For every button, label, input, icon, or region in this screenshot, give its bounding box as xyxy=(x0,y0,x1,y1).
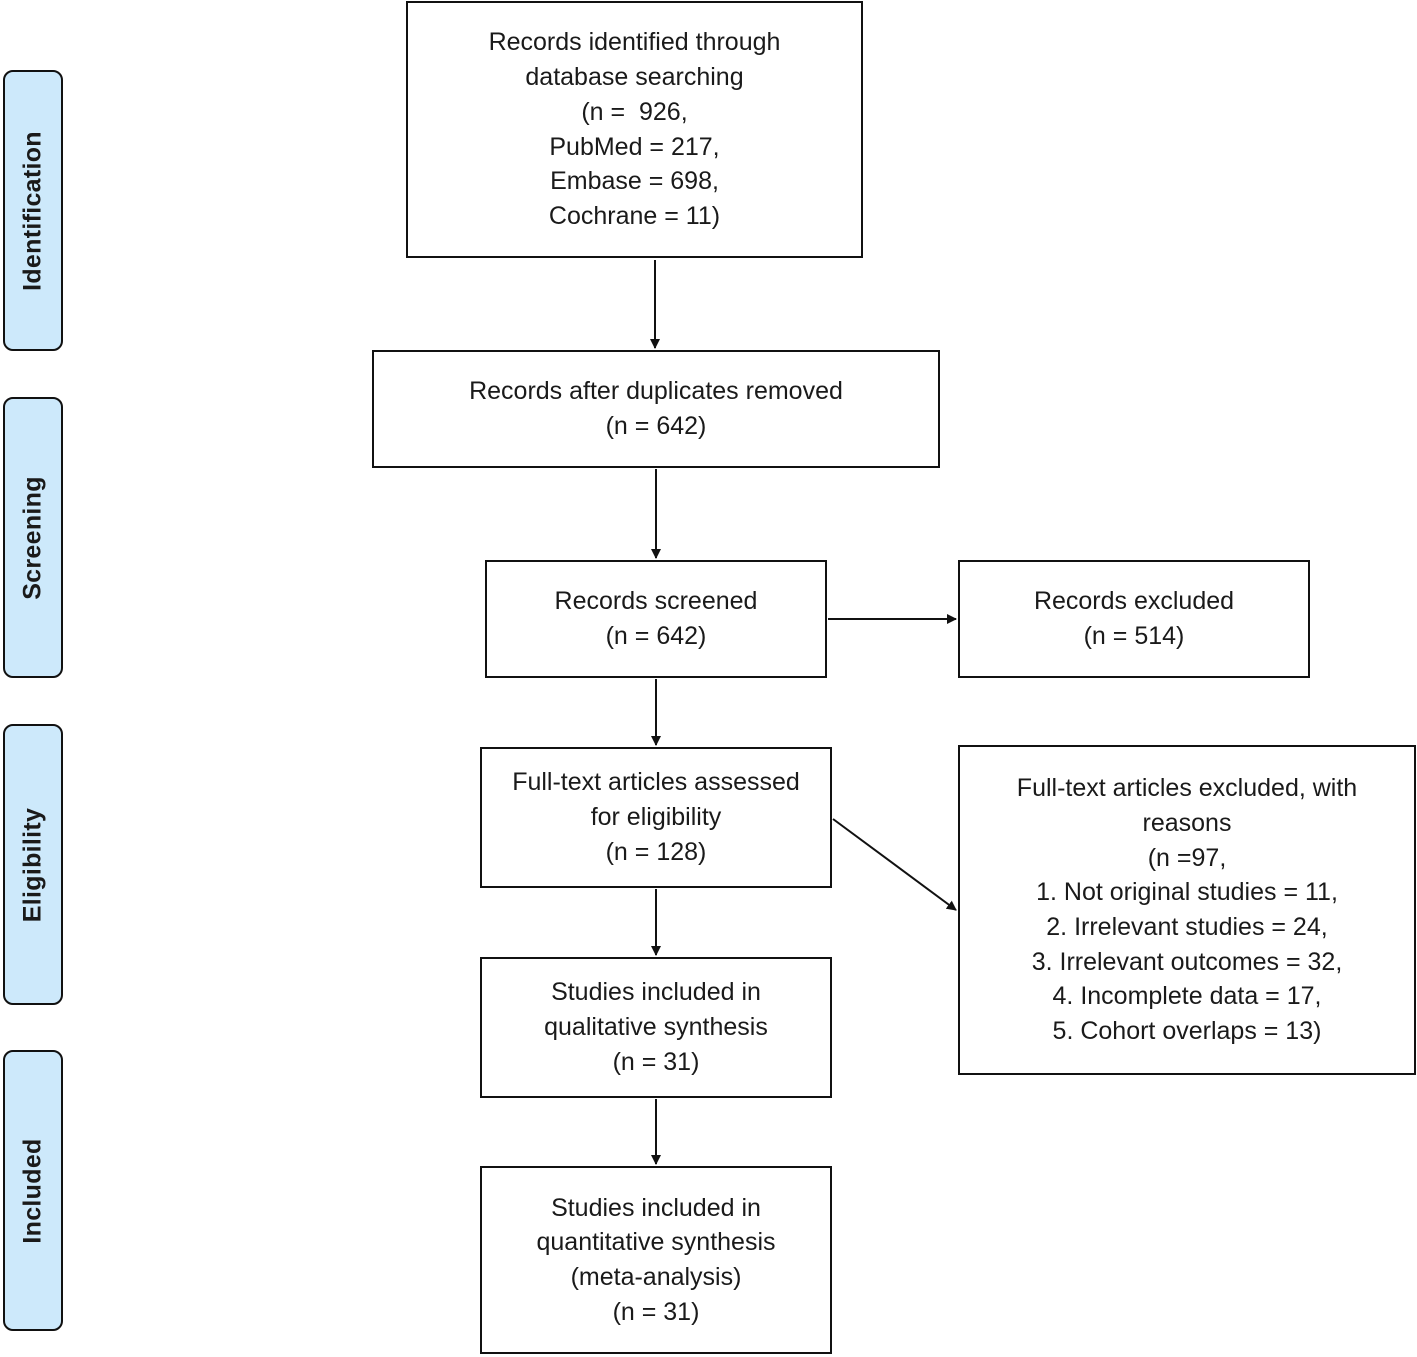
qualitative-synthesis-line-1: Studies included in xyxy=(551,978,761,1007)
qualitative-synthesis-line-3: (n = 31) xyxy=(612,1047,700,1076)
arrow-fulltext-to-excluded xyxy=(832,818,957,911)
records-excluded-line-1: Records excluded xyxy=(1033,587,1235,616)
quantitative-synthesis-box: Studies included in quantitative synthes… xyxy=(480,1166,832,1354)
quantitative-synthesis-line-2: quantitative synthesis xyxy=(536,1228,776,1257)
fulltext-assessed-box: Full-text articles assessed for eligibil… xyxy=(480,747,832,888)
fulltext-excluded-line-1: Full-text articles excluded, with xyxy=(1016,774,1358,803)
qualitative-synthesis-line-2: qualitative synthesis xyxy=(544,1013,768,1042)
records-excluded-line-2: (n = 514) xyxy=(1083,622,1185,650)
fulltext-excluded-line-6: 3. Irrelevant outcomes = 32, xyxy=(1031,947,1343,976)
fulltext-excluded-line-7: 4. Incomplete data = 17, xyxy=(1052,982,1322,1011)
fulltext-excluded-line-8: 5. Cohort overlaps = 13) xyxy=(1052,1017,1322,1046)
stage-identification: Identification xyxy=(3,70,63,351)
duplicates-removed-box: Records after duplicates removed (n = 64… xyxy=(372,350,940,468)
quantitative-synthesis-line-4: (n = 31) xyxy=(612,1297,700,1326)
records-screened-line-1: Records screened xyxy=(554,587,758,616)
stage-eligibility: Eligibility xyxy=(3,724,63,1005)
stage-screening: Screening xyxy=(3,397,63,678)
duplicates-removed-line-2: (n = 642) xyxy=(605,412,707,440)
records-identified-line-3: (n = 926, xyxy=(581,97,688,126)
qualitative-synthesis-box: Studies included in qualitative synthesi… xyxy=(480,957,832,1098)
records-identified-line-5: Embase = 698, xyxy=(550,167,719,196)
fulltext-assessed-line-1: Full-text articles assessed xyxy=(512,768,800,797)
records-identified-line-1: Records identified through xyxy=(488,28,781,57)
fulltext-assessed-line-2: for eligibility xyxy=(590,803,722,832)
records-identified-line-4: PubMed = 217, xyxy=(549,132,720,161)
records-identified-line-6: Cochrane = 11) xyxy=(548,201,721,230)
duplicates-removed-line-1: Records after duplicates removed xyxy=(469,377,843,406)
fulltext-excluded-line-3: (n =97, xyxy=(1147,843,1227,872)
records-excluded-box: Records excluded (n = 514) xyxy=(958,560,1310,678)
fulltext-excluded-line-4: 1. Not original studies = 11, xyxy=(1036,878,1338,907)
fulltext-excluded-line-5: 2. Irrelevant studies = 24, xyxy=(1046,913,1328,941)
quantitative-synthesis-line-3: (meta-analysis) xyxy=(570,1263,742,1291)
records-screened-line-2: (n = 642) xyxy=(605,622,707,650)
records-identified-line-2: database searching xyxy=(525,63,744,92)
fulltext-excluded-line-2: reasons xyxy=(1142,808,1232,837)
records-identified-box: Records identified through database sear… xyxy=(406,1,863,258)
stage-included: Included xyxy=(3,1050,63,1331)
quantitative-synthesis-line-1: Studies included in xyxy=(551,1193,761,1222)
records-screened-box: Records screened (n = 642) xyxy=(485,560,827,678)
fulltext-excluded-box: Full-text articles excluded, with reason… xyxy=(958,745,1416,1075)
fulltext-assessed-line-3: (n = 128) xyxy=(605,837,707,866)
